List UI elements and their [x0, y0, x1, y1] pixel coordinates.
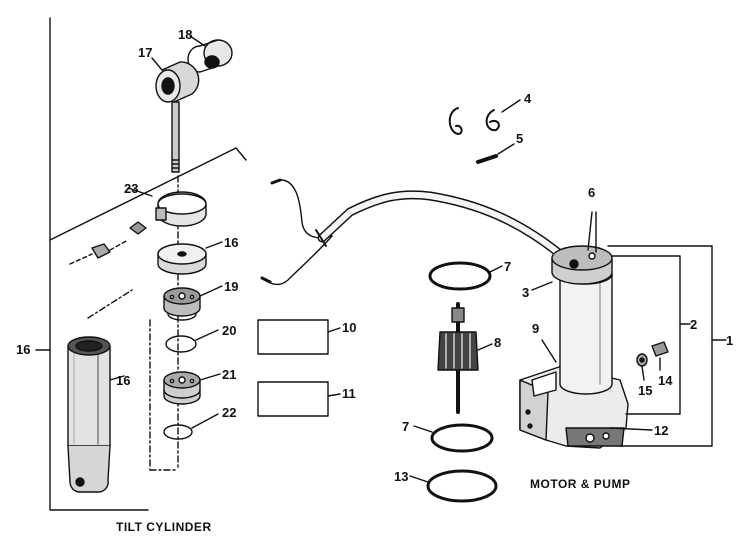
- part-20-o-ring: [165, 329, 219, 353]
- callout-19: 19: [224, 279, 239, 294]
- callout-5: 5: [516, 131, 524, 146]
- callout-18: 18: [178, 27, 193, 42]
- part-7-o-ring-bottom: [413, 423, 494, 453]
- motor-pump-brackets: [607, 245, 727, 447]
- part-4-clips: [448, 99, 521, 135]
- callout-3: 3: [522, 285, 530, 300]
- part-16-washer: [157, 241, 223, 275]
- callout-16-group: 16: [16, 342, 31, 357]
- callout-6: 6: [588, 185, 596, 200]
- callout-15: 15: [638, 383, 653, 398]
- part-23-bracket: [49, 147, 247, 241]
- part-21-piston: [163, 371, 221, 405]
- callout-14: 14: [658, 373, 673, 388]
- tilt-cylinder-caption: TILT CYLINDER: [116, 520, 212, 534]
- part-18-bushing: [187, 35, 233, 73]
- callout-4: 4: [524, 91, 532, 106]
- part-16-cylinder: [67, 336, 125, 493]
- callout-11: 11: [342, 386, 356, 401]
- part-19-piston: [163, 285, 223, 321]
- callout-21: 21: [222, 367, 237, 382]
- part-23-clamp: [69, 191, 207, 265]
- callout-16-washer: 16: [224, 235, 239, 250]
- part-8-armature: [437, 302, 493, 414]
- callout-20: 20: [222, 323, 237, 338]
- wiring-harness: [260, 178, 565, 286]
- part-12-leader: [609, 427, 653, 431]
- callout-2: 2: [690, 317, 698, 332]
- part-22-o-ring: [163, 413, 219, 440]
- callout-1: 1: [726, 333, 734, 348]
- part-15-washer: [636, 353, 648, 381]
- part-5-pin: [476, 143, 515, 164]
- callout-10: 10: [342, 320, 357, 335]
- callout-13: 13: [394, 469, 409, 484]
- motor-pump-assembly: [519, 211, 629, 449]
- part-10-label-box: [257, 319, 329, 355]
- callout-23: 23: [124, 181, 139, 196]
- callout-8: 8: [494, 335, 502, 350]
- callout-22: 22: [222, 405, 237, 420]
- callout-7-top: 7: [504, 259, 512, 274]
- callout-16-cylinder: 16: [116, 373, 131, 388]
- callout-7-bottom: 7: [402, 419, 410, 434]
- tilt-cylinder-bracket: [35, 17, 149, 511]
- callout-9: 9: [532, 321, 540, 336]
- part-14-screw: [651, 341, 669, 371]
- callout-12: 12: [654, 423, 669, 438]
- callout-17: 17: [138, 45, 153, 60]
- axis-lines: [87, 175, 179, 471]
- part-17-rod-eye: [151, 57, 200, 173]
- part-13-o-ring: [409, 469, 498, 503]
- part-7-o-ring-top: [428, 261, 503, 291]
- part-11-label-box: [257, 381, 329, 417]
- motor-pump-caption: MOTOR & PUMP: [530, 477, 631, 491]
